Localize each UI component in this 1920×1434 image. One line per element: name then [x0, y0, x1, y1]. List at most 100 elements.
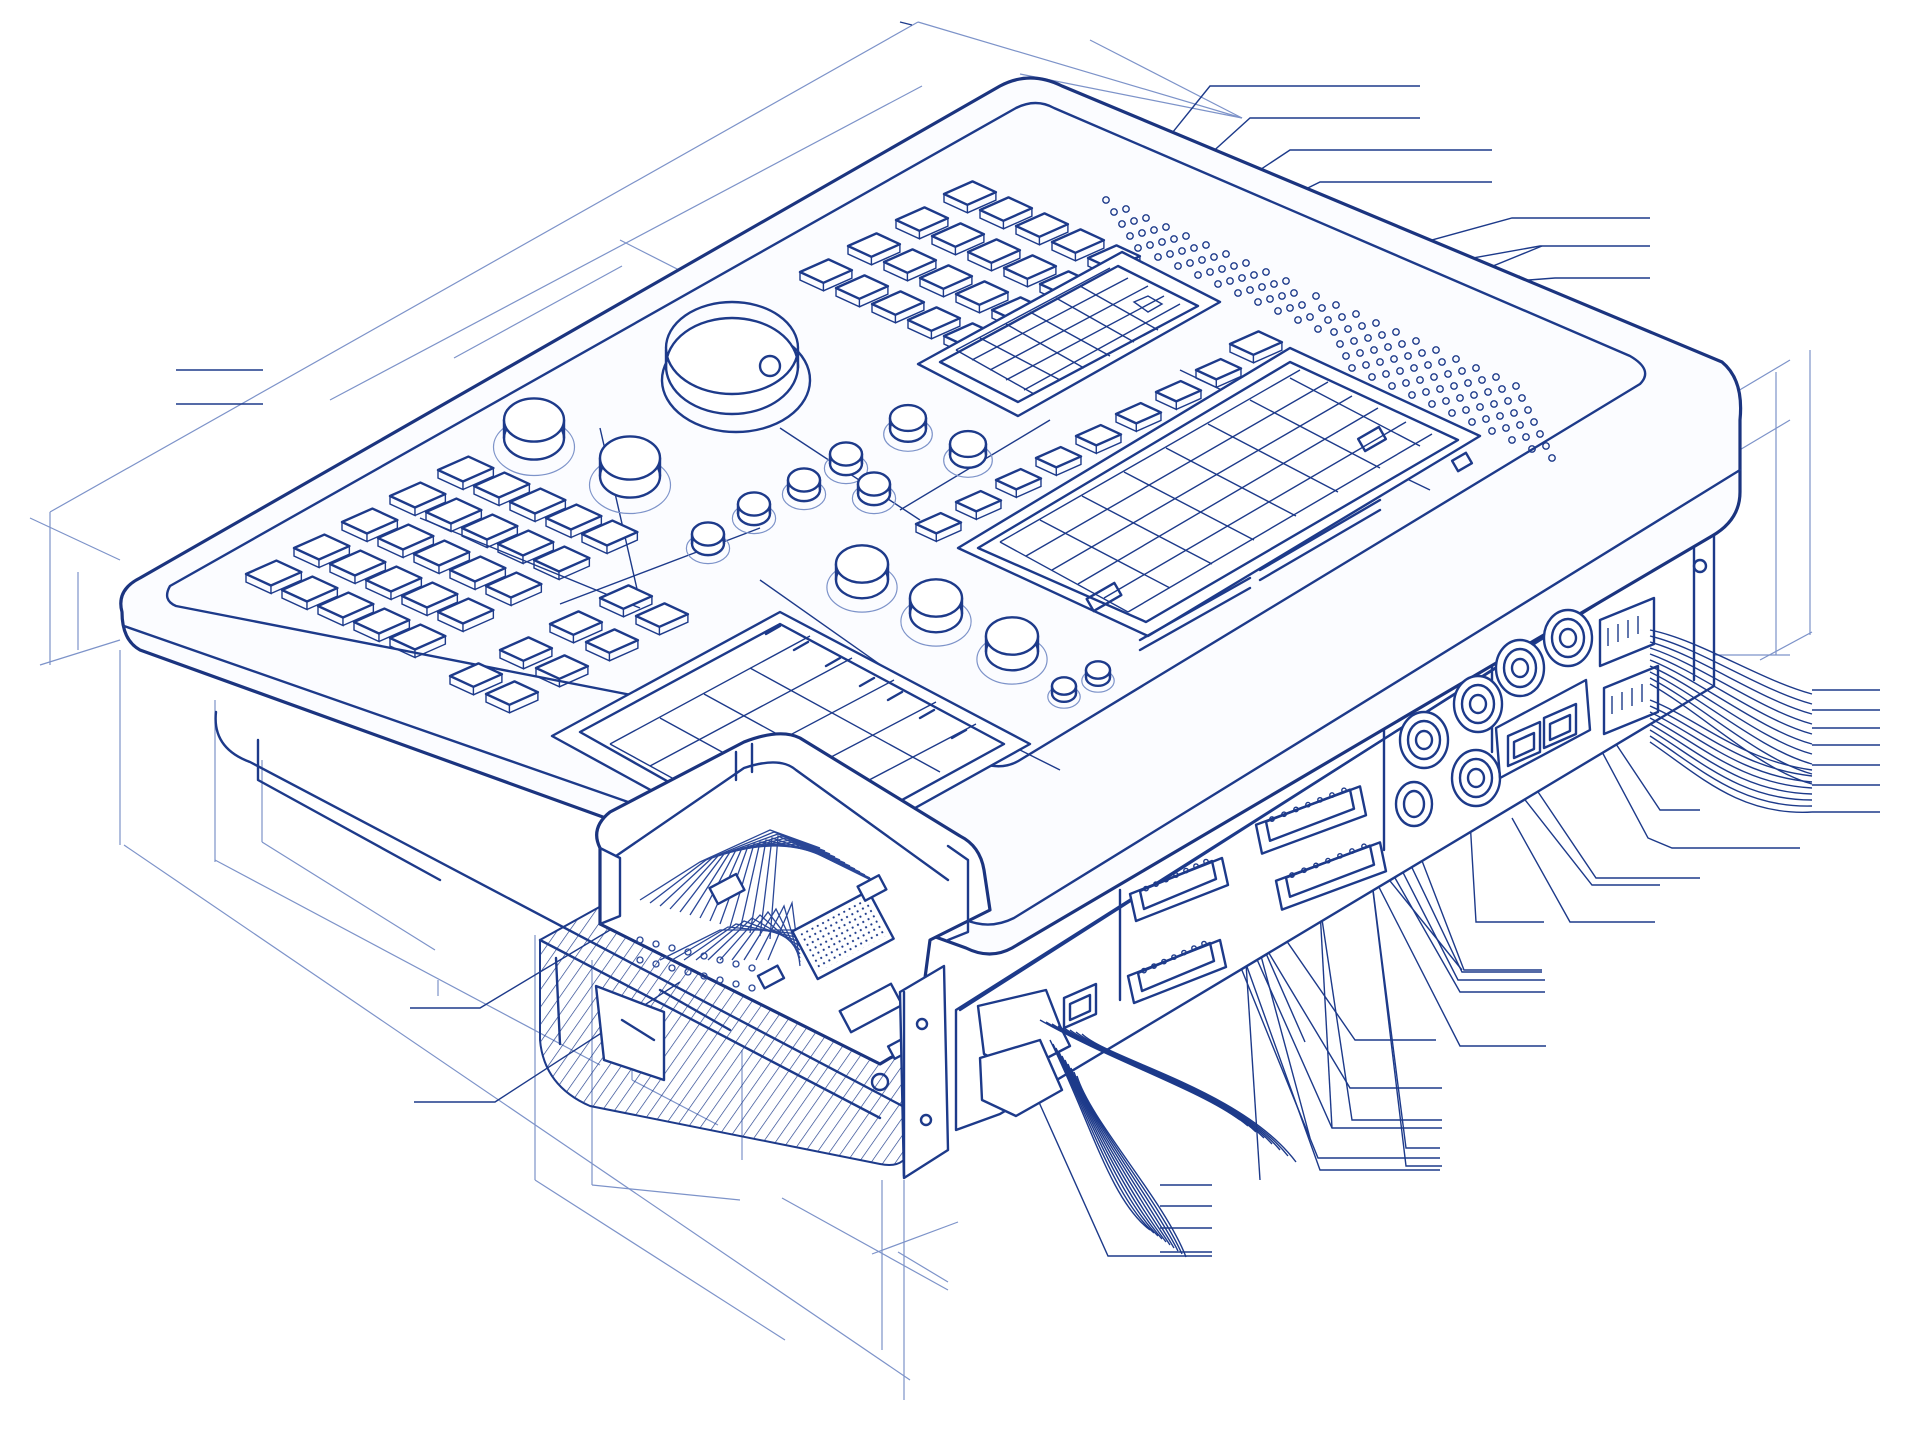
- rotary-knob[interactable]: [1047, 676, 1081, 709]
- bnc-connector[interactable]: [1398, 710, 1450, 770]
- led-indicator[interactable]: [1348, 364, 1356, 372]
- keypad-key[interactable]: [388, 481, 447, 517]
- led-indicator[interactable]: [1498, 385, 1506, 393]
- led-indicator[interactable]: [1512, 382, 1520, 390]
- led-indicator[interactable]: [1270, 280, 1278, 288]
- grid-key[interactable]: [870, 290, 926, 324]
- led-indicator[interactable]: [1330, 328, 1338, 336]
- led-indicator[interactable]: [1362, 361, 1370, 369]
- led-indicator[interactable]: [1392, 328, 1400, 336]
- transport-key[interactable]: [548, 610, 604, 644]
- keypad-key[interactable]: [544, 503, 603, 539]
- led-indicator[interactable]: [1332, 301, 1340, 309]
- rotary-knobs[interactable]: [492, 397, 1115, 709]
- rotary-knob[interactable]: [781, 467, 827, 511]
- transport-key[interactable]: [534, 654, 590, 688]
- led-indicator[interactable]: [1376, 358, 1384, 366]
- ethernet-port[interactable]: [1542, 702, 1578, 750]
- led-indicator[interactable]: [1436, 385, 1444, 393]
- led-indicator[interactable]: [1368, 373, 1376, 381]
- led-indicator[interactable]: [1492, 373, 1500, 381]
- led-indicator[interactable]: [1290, 289, 1298, 297]
- keypad-key[interactable]: [244, 559, 303, 595]
- led-indicator[interactable]: [1442, 397, 1450, 405]
- led-indicator[interactable]: [1146, 241, 1154, 249]
- led-indicator[interactable]: [1478, 376, 1486, 384]
- rotary-knob[interactable]: [943, 429, 993, 478]
- led-indicator[interactable]: [1222, 250, 1230, 258]
- rotary-knob[interactable]: [588, 435, 672, 515]
- grid-key[interactable]: [846, 232, 902, 266]
- led-indicator[interactable]: [1416, 376, 1424, 384]
- led-indicator[interactable]: [1488, 427, 1496, 435]
- db-connector[interactable]: [1126, 938, 1228, 1005]
- led-indicator[interactable]: [1542, 442, 1550, 450]
- led-indicator[interactable]: [1372, 319, 1380, 327]
- grid-key[interactable]: [978, 196, 1034, 230]
- led-indicator[interactable]: [1470, 391, 1478, 399]
- grid-key[interactable]: [942, 180, 998, 214]
- rotary-knob[interactable]: [823, 441, 869, 485]
- led-indicator[interactable]: [1170, 235, 1178, 243]
- led-indicator[interactable]: [1548, 454, 1556, 462]
- large-jog-wheel[interactable]: [660, 300, 812, 434]
- led-indicator[interactable]: [1122, 205, 1130, 213]
- db-connector[interactable]: [1274, 841, 1388, 911]
- rotary-knob[interactable]: [883, 403, 933, 452]
- led-indicator[interactable]: [1134, 244, 1142, 252]
- led-indicator[interactable]: [1450, 382, 1458, 390]
- keypad-key[interactable]: [280, 575, 339, 611]
- led-indicator[interactable]: [1370, 346, 1378, 354]
- bnc-connector[interactable]: [1450, 748, 1502, 808]
- led-indicator[interactable]: [1456, 394, 1464, 402]
- led-indicator[interactable]: [1286, 304, 1294, 312]
- led-indicator[interactable]: [1306, 313, 1314, 321]
- led-indicator[interactable]: [1516, 421, 1524, 429]
- led-indicator[interactable]: [1186, 259, 1194, 267]
- keypad-key[interactable]: [340, 507, 399, 543]
- led-indicator[interactable]: [1266, 295, 1274, 303]
- grid-key[interactable]: [1050, 228, 1106, 262]
- keypad-key[interactable]: [412, 539, 471, 575]
- led-indicator[interactable]: [1482, 415, 1490, 423]
- rotary-knob[interactable]: [1081, 660, 1115, 693]
- keypad-key[interactable]: [532, 545, 591, 581]
- led-indicator[interactable]: [1508, 436, 1516, 444]
- led-indicator[interactable]: [1398, 340, 1406, 348]
- function-key[interactable]: [1034, 445, 1083, 477]
- led-indicator[interactable]: [1194, 271, 1202, 279]
- led-indicator[interactable]: [1424, 361, 1432, 369]
- led-indicator[interactable]: [1118, 220, 1126, 228]
- led-indicator[interactable]: [1298, 301, 1306, 309]
- led-indicator[interactable]: [1294, 316, 1302, 324]
- led-indicator[interactable]: [1312, 292, 1320, 300]
- led-indicator[interactable]: [1428, 400, 1436, 408]
- keypad-key[interactable]: [352, 607, 411, 643]
- led-indicator[interactable]: [1530, 418, 1538, 426]
- led-indicator[interactable]: [1314, 325, 1322, 333]
- grid-key[interactable]: [798, 258, 854, 292]
- transport-key[interactable]: [498, 636, 554, 670]
- led-indicator[interactable]: [1324, 316, 1332, 324]
- led-indicator[interactable]: [1166, 250, 1174, 258]
- keypad-key[interactable]: [388, 623, 447, 659]
- function-key[interactable]: [914, 511, 963, 543]
- grid-key[interactable]: [918, 264, 974, 298]
- keypad-key[interactable]: [376, 523, 435, 559]
- keypad-key[interactable]: [484, 571, 543, 607]
- transport-key[interactable]: [634, 602, 690, 636]
- grid-key[interactable]: [1014, 212, 1070, 246]
- transport-key[interactable]: [448, 662, 504, 696]
- db-connector[interactable]: [1254, 785, 1368, 855]
- led-indicator[interactable]: [1138, 229, 1146, 237]
- rotary-knob[interactable]: [492, 397, 576, 477]
- led-indicator[interactable]: [1504, 397, 1512, 405]
- led-indicator[interactable]: [1182, 232, 1190, 240]
- led-indicator[interactable]: [1142, 214, 1150, 222]
- bnc-connector[interactable]: [1452, 674, 1504, 734]
- function-key[interactable]: [1074, 423, 1123, 455]
- transport-key[interactable]: [484, 680, 540, 714]
- led-indicator[interactable]: [1282, 277, 1290, 285]
- keypad-key[interactable]: [496, 529, 555, 565]
- led-indicator[interactable]: [1274, 307, 1282, 315]
